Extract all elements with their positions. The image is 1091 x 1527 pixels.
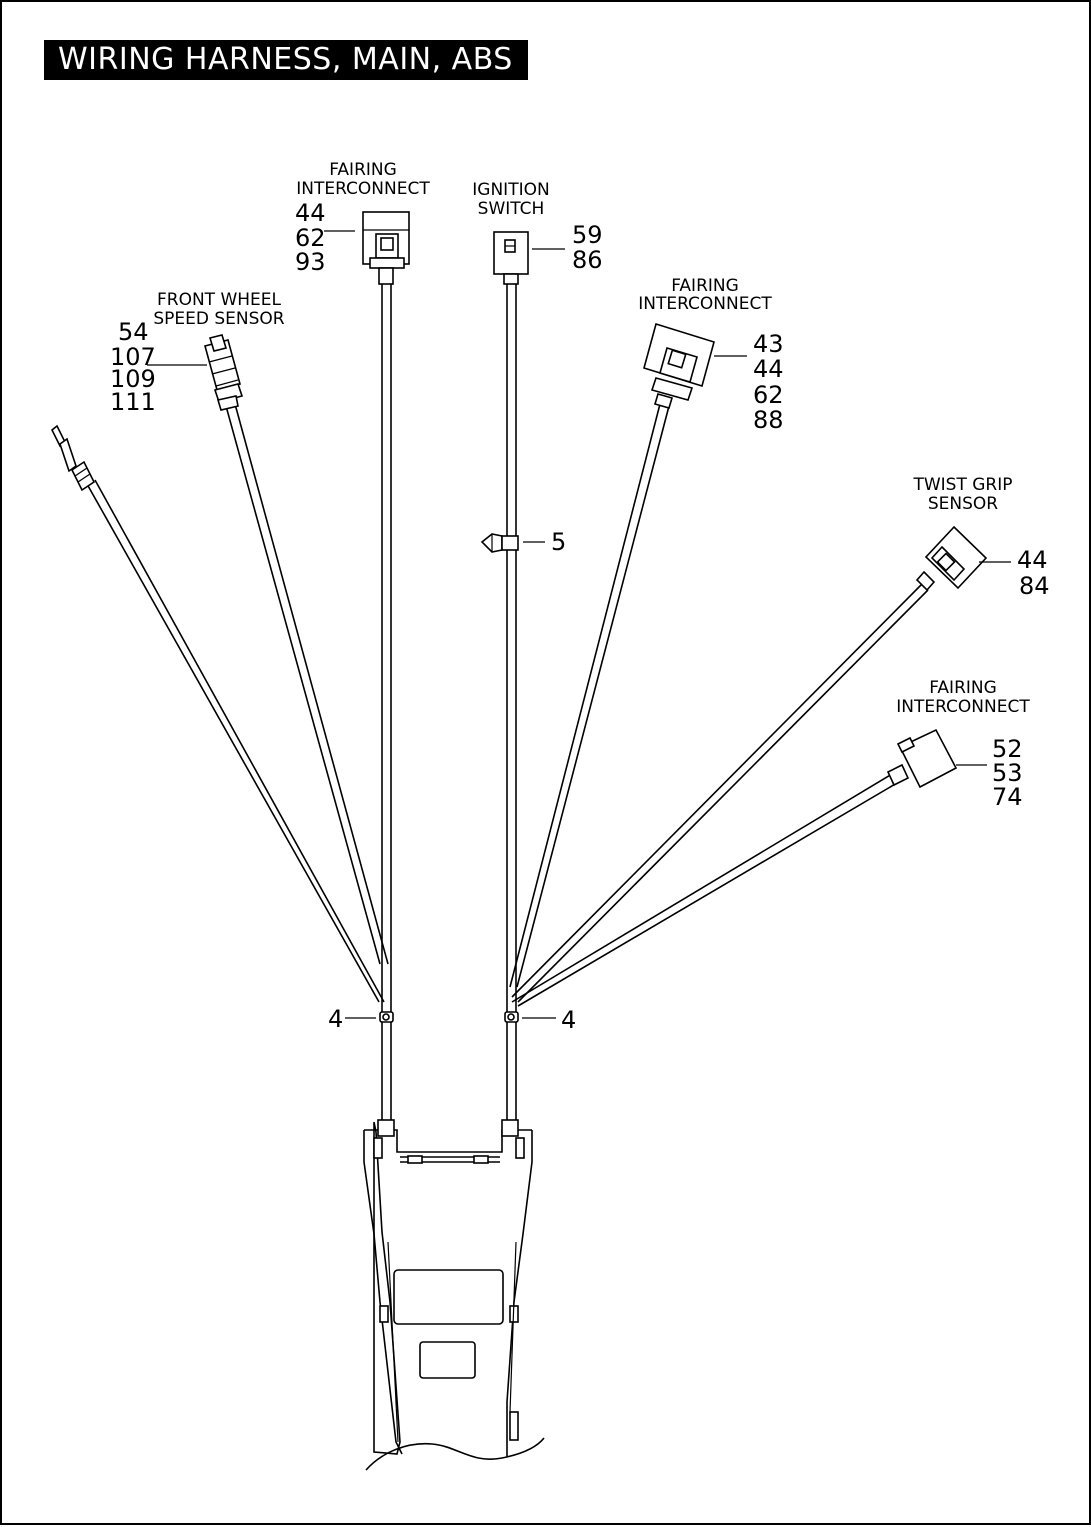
- part-number: 111: [110, 388, 156, 416]
- mounting-bracket: [363, 1119, 545, 1471]
- part-number: 4: [561, 1006, 576, 1034]
- wire-fairing-interconnect-right: [509, 403, 670, 988]
- part-number: 86: [572, 246, 603, 274]
- label-line1: FAIRING: [929, 678, 997, 698]
- label-line2: INTERCONNECT: [638, 294, 772, 314]
- part-number: 84: [1019, 572, 1050, 600]
- part-number: 88: [753, 406, 784, 434]
- part-number: 44: [1017, 546, 1048, 574]
- part-number: 5: [551, 528, 566, 556]
- label-line2: SENSOR: [928, 494, 998, 514]
- wire-front-wheel-speed-sensor: [225, 403, 389, 965]
- twist-grip-sensor-connector-icon: [915, 525, 988, 592]
- label-line1: FRONT WHEEL: [157, 290, 282, 310]
- label-line2: SWITCH: [478, 199, 545, 219]
- part-number: 59: [572, 221, 603, 249]
- part-number: 44: [753, 355, 784, 383]
- callout-fairing-interconnect-top: FAIRING INTERCONNECT 44 62 93: [295, 160, 430, 276]
- callout-tie-right: 4: [522, 1006, 576, 1034]
- fairing-interconnect-top-connector-icon: [362, 211, 410, 285]
- part-number: 43: [753, 330, 784, 358]
- wire-antenna-lead: [86, 479, 385, 1003]
- label-line1: FAIRING: [329, 160, 397, 180]
- label-line2: INTERCONNECT: [296, 179, 430, 199]
- page-title: WIRING HARNESS, MAIN, ABS: [44, 40, 528, 80]
- part-number: 4: [328, 1005, 343, 1033]
- part-number: 62: [753, 381, 784, 409]
- callout-ignition-switch: IGNITION SWITCH 59 86: [472, 180, 602, 274]
- part-number: 44: [295, 199, 326, 227]
- cable-tie-right-icon: [504, 1011, 519, 1023]
- part-number: 53: [992, 759, 1023, 787]
- cable-tie-left-icon: [379, 1011, 394, 1023]
- callout-clip: 5: [523, 528, 566, 556]
- part-number: 93: [295, 248, 326, 276]
- part-number: 54: [118, 318, 149, 346]
- callout-fairing-interconnect-lower: FAIRING INTERCONNECT 52 53 74: [896, 678, 1030, 811]
- part-number: 74: [992, 783, 1023, 811]
- part-number: 52: [992, 735, 1023, 763]
- label-line2: SPEED SENSOR: [153, 309, 284, 329]
- push-clip-icon: [480, 533, 519, 553]
- callout-fairing-interconnect-right: FAIRING INTERCONNECT 43 44 62 88: [638, 276, 783, 434]
- part-number: 107: [110, 343, 156, 371]
- part-number: 62: [295, 224, 326, 252]
- antenna-connector-icon: [50, 424, 96, 492]
- callout-front-wheel-speed-sensor: FRONT WHEEL SPEED SENSOR 54 107 109 111: [110, 290, 285, 416]
- label-line2: INTERCONNECT: [896, 697, 1030, 717]
- fairing-interconnect-right-connector-icon: [643, 322, 715, 409]
- wire-ignition-switch: [506, 284, 517, 1122]
- wire-twist-grip-sensor: [511, 583, 929, 1003]
- fairing-interconnect-lower-connector-icon: [886, 728, 958, 789]
- wire-fairing-interconnect-lower: [511, 773, 898, 1007]
- label-line1: TWIST GRIP: [912, 475, 1012, 495]
- callout-tie-left: 4: [328, 1005, 376, 1033]
- ignition-switch-connector-icon: [493, 231, 529, 285]
- front-wheel-speed-sensor-connector-icon: [204, 334, 244, 411]
- label-line1: FAIRING: [671, 276, 739, 296]
- wire-fairing-interconnect-top: [381, 284, 392, 1122]
- part-number: 109: [110, 365, 156, 393]
- label-line1: IGNITION: [472, 180, 549, 200]
- callout-twist-grip-sensor: TWIST GRIP SENSOR 44 84: [912, 475, 1049, 600]
